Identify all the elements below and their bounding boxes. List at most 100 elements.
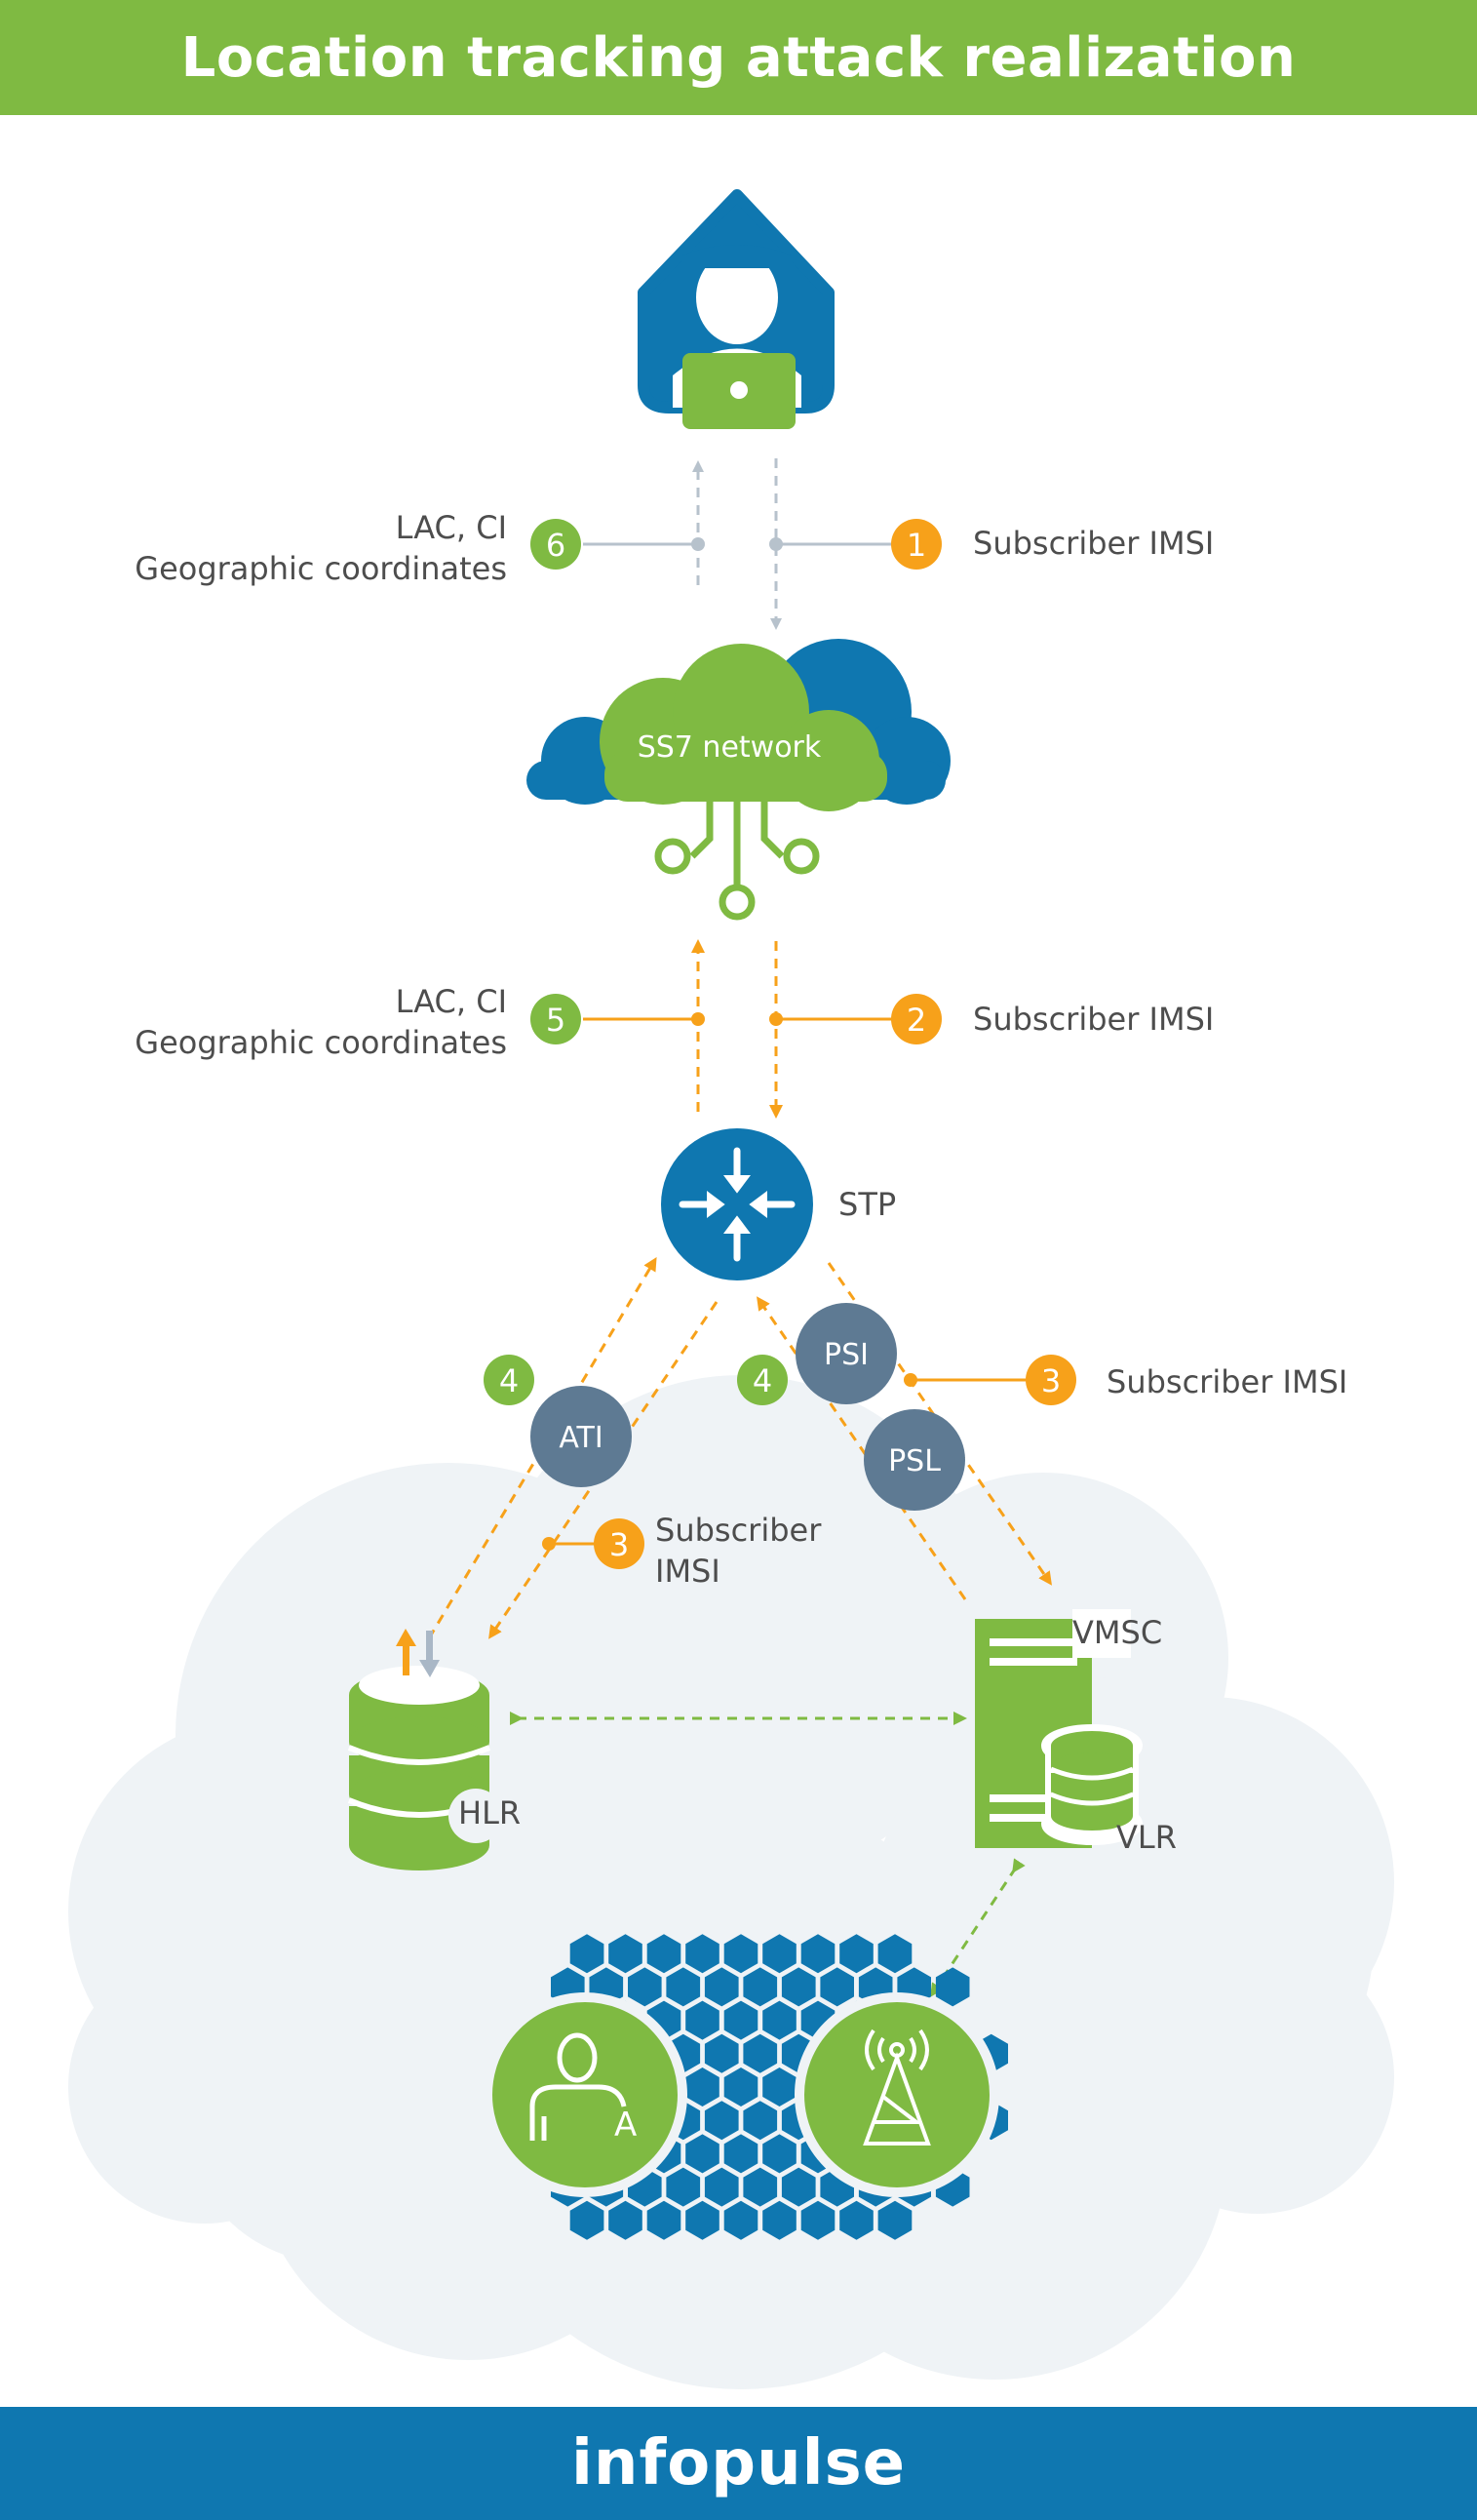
step-2-label: Subscriber IMSI	[973, 1001, 1214, 1038]
step-3-right-label: Subscriber IMSI	[1107, 1363, 1347, 1400]
arrows-inward-icon	[679, 1147, 796, 1262]
page-title: Location tracking attack realization	[180, 25, 1297, 90]
cell-tower-icon	[863, 2028, 931, 2146]
hlr-database-icon	[347, 1629, 503, 1870]
step-5-label-line2: Geographic coordinates	[135, 1024, 507, 1061]
step-4-left-badge: 4	[484, 1355, 534, 1405]
svg-text:2: 2	[907, 1002, 926, 1039]
brand-logo: infopulse	[570, 2427, 907, 2500]
cell-hexagon	[820, 1967, 854, 2007]
cell-hexagon	[743, 2167, 778, 2207]
step-5-badge: 5	[530, 994, 581, 1044]
svg-text:PSI: PSI	[824, 1338, 869, 1372]
link-attacker-ss7	[692, 458, 782, 630]
step-2-badge: 2	[891, 994, 942, 1044]
callout-dot	[769, 1012, 783, 1026]
cell-hexagon	[723, 2000, 758, 2040]
step-3-left-label: Subscriber	[655, 1512, 822, 1549]
step-4-right-badge: 4	[737, 1355, 788, 1405]
cell-hexagon	[723, 1934, 758, 1974]
svg-text:ATI: ATI	[559, 1421, 602, 1455]
stp-label: STP	[838, 1186, 896, 1223]
vmsc-label: VMSC	[1072, 1614, 1162, 1651]
cell-hexagon	[781, 2167, 816, 2207]
cell-hexagon	[743, 2033, 778, 2073]
svg-text:4: 4	[499, 1362, 519, 1399]
cell-hexagon	[569, 1934, 604, 1974]
step-1-label: Subscriber IMSI	[973, 525, 1214, 562]
cloud-network-icon	[526, 639, 951, 921]
cell-hexagon	[646, 1934, 681, 1974]
subscriber-node	[483, 1992, 687, 2197]
callout-dot	[769, 537, 783, 551]
cell-hexagon	[704, 2167, 739, 2207]
sync-arrows-icon	[396, 1629, 440, 1677]
cell-hexagon	[685, 2200, 719, 2240]
callout-dot	[904, 1373, 917, 1387]
cell-hexagon	[762, 1934, 797, 1974]
vlr-database-icon	[1041, 1724, 1143, 1845]
cell-hexagon	[704, 2101, 739, 2141]
stp-node	[661, 1128, 813, 1280]
callout-dot	[691, 537, 705, 551]
cell-hexagon	[877, 1934, 913, 1974]
cell-hexagon	[666, 2167, 701, 2207]
cell-hexagon	[839, 2200, 874, 2240]
user-icon	[529, 2032, 627, 2141]
cell-hexagon	[877, 2200, 913, 2240]
cell-hexagon	[704, 1967, 739, 2007]
title-banner: Location tracking attack realization	[0, 0, 1477, 115]
psi-message: PSI	[796, 1303, 897, 1404]
svg-text:4: 4	[753, 1362, 772, 1399]
vlr-label: VLR	[1116, 1819, 1177, 1856]
cell-hexagon	[608, 2200, 642, 2240]
svg-text:3: 3	[609, 1526, 629, 1563]
cell-hexagon	[762, 2000, 797, 2040]
cell-hexagon	[723, 2134, 758, 2174]
svg-text:1: 1	[907, 527, 926, 564]
cell-hexagon	[685, 2067, 719, 2107]
cell-hexagon	[743, 2101, 778, 2141]
cell-hexagon	[800, 2200, 836, 2240]
svg-text:5: 5	[546, 1002, 565, 1039]
cell-hexagon	[666, 1967, 701, 2007]
cell-hexagon	[723, 2200, 758, 2240]
step-5-label: LAC, CI	[396, 983, 507, 1020]
ss7-label: SS7 network	[638, 730, 822, 765]
cell-hexagon	[800, 1934, 836, 1974]
cell-hexagon	[608, 1934, 642, 1974]
cell-hexagon	[685, 2134, 719, 2174]
cell-hexagon	[685, 2000, 719, 2040]
cell-hexagon	[762, 2067, 797, 2107]
step-3-left-label-line2: IMSI	[655, 1553, 720, 1590]
svg-text:6: 6	[546, 527, 565, 564]
cell-hexagon	[762, 2134, 797, 2174]
cell-hexagon	[569, 2200, 604, 2240]
subscriber-label: A	[614, 2106, 637, 2145]
step-6-badge: 6	[530, 519, 581, 570]
hlr-label: HLR	[458, 1794, 521, 1831]
link-stp-vmsc	[757, 1262, 1052, 1600]
tower-node	[795, 1992, 999, 2197]
callout-dot	[542, 1537, 556, 1551]
ati-message: ATI	[530, 1386, 632, 1487]
step-3-left-badge: 3	[594, 1518, 644, 1569]
link-ss7-stp	[691, 939, 783, 1119]
svg-text:3: 3	[1041, 1362, 1061, 1399]
cell-hexagon	[781, 1967, 816, 2007]
psl-message: PSL	[864, 1409, 965, 1511]
step-6-label-line2: Geographic coordinates	[135, 550, 507, 587]
cell-hexagon	[685, 1934, 719, 1974]
step-6-label: LAC, CI	[396, 509, 507, 546]
step-1-badge: 1	[891, 519, 942, 570]
brand-footer: infopulse	[0, 2407, 1477, 2520]
cell-hexagon	[646, 2200, 681, 2240]
cell-hexagon	[935, 1967, 970, 2007]
callout-dot	[691, 1012, 705, 1026]
cell-hexagon	[704, 2033, 739, 2073]
cell-hexagon	[723, 2067, 758, 2107]
cell-hexagon	[762, 2200, 797, 2240]
cell-hexagon	[628, 1967, 662, 2007]
cell-hexagon	[743, 1967, 778, 2007]
